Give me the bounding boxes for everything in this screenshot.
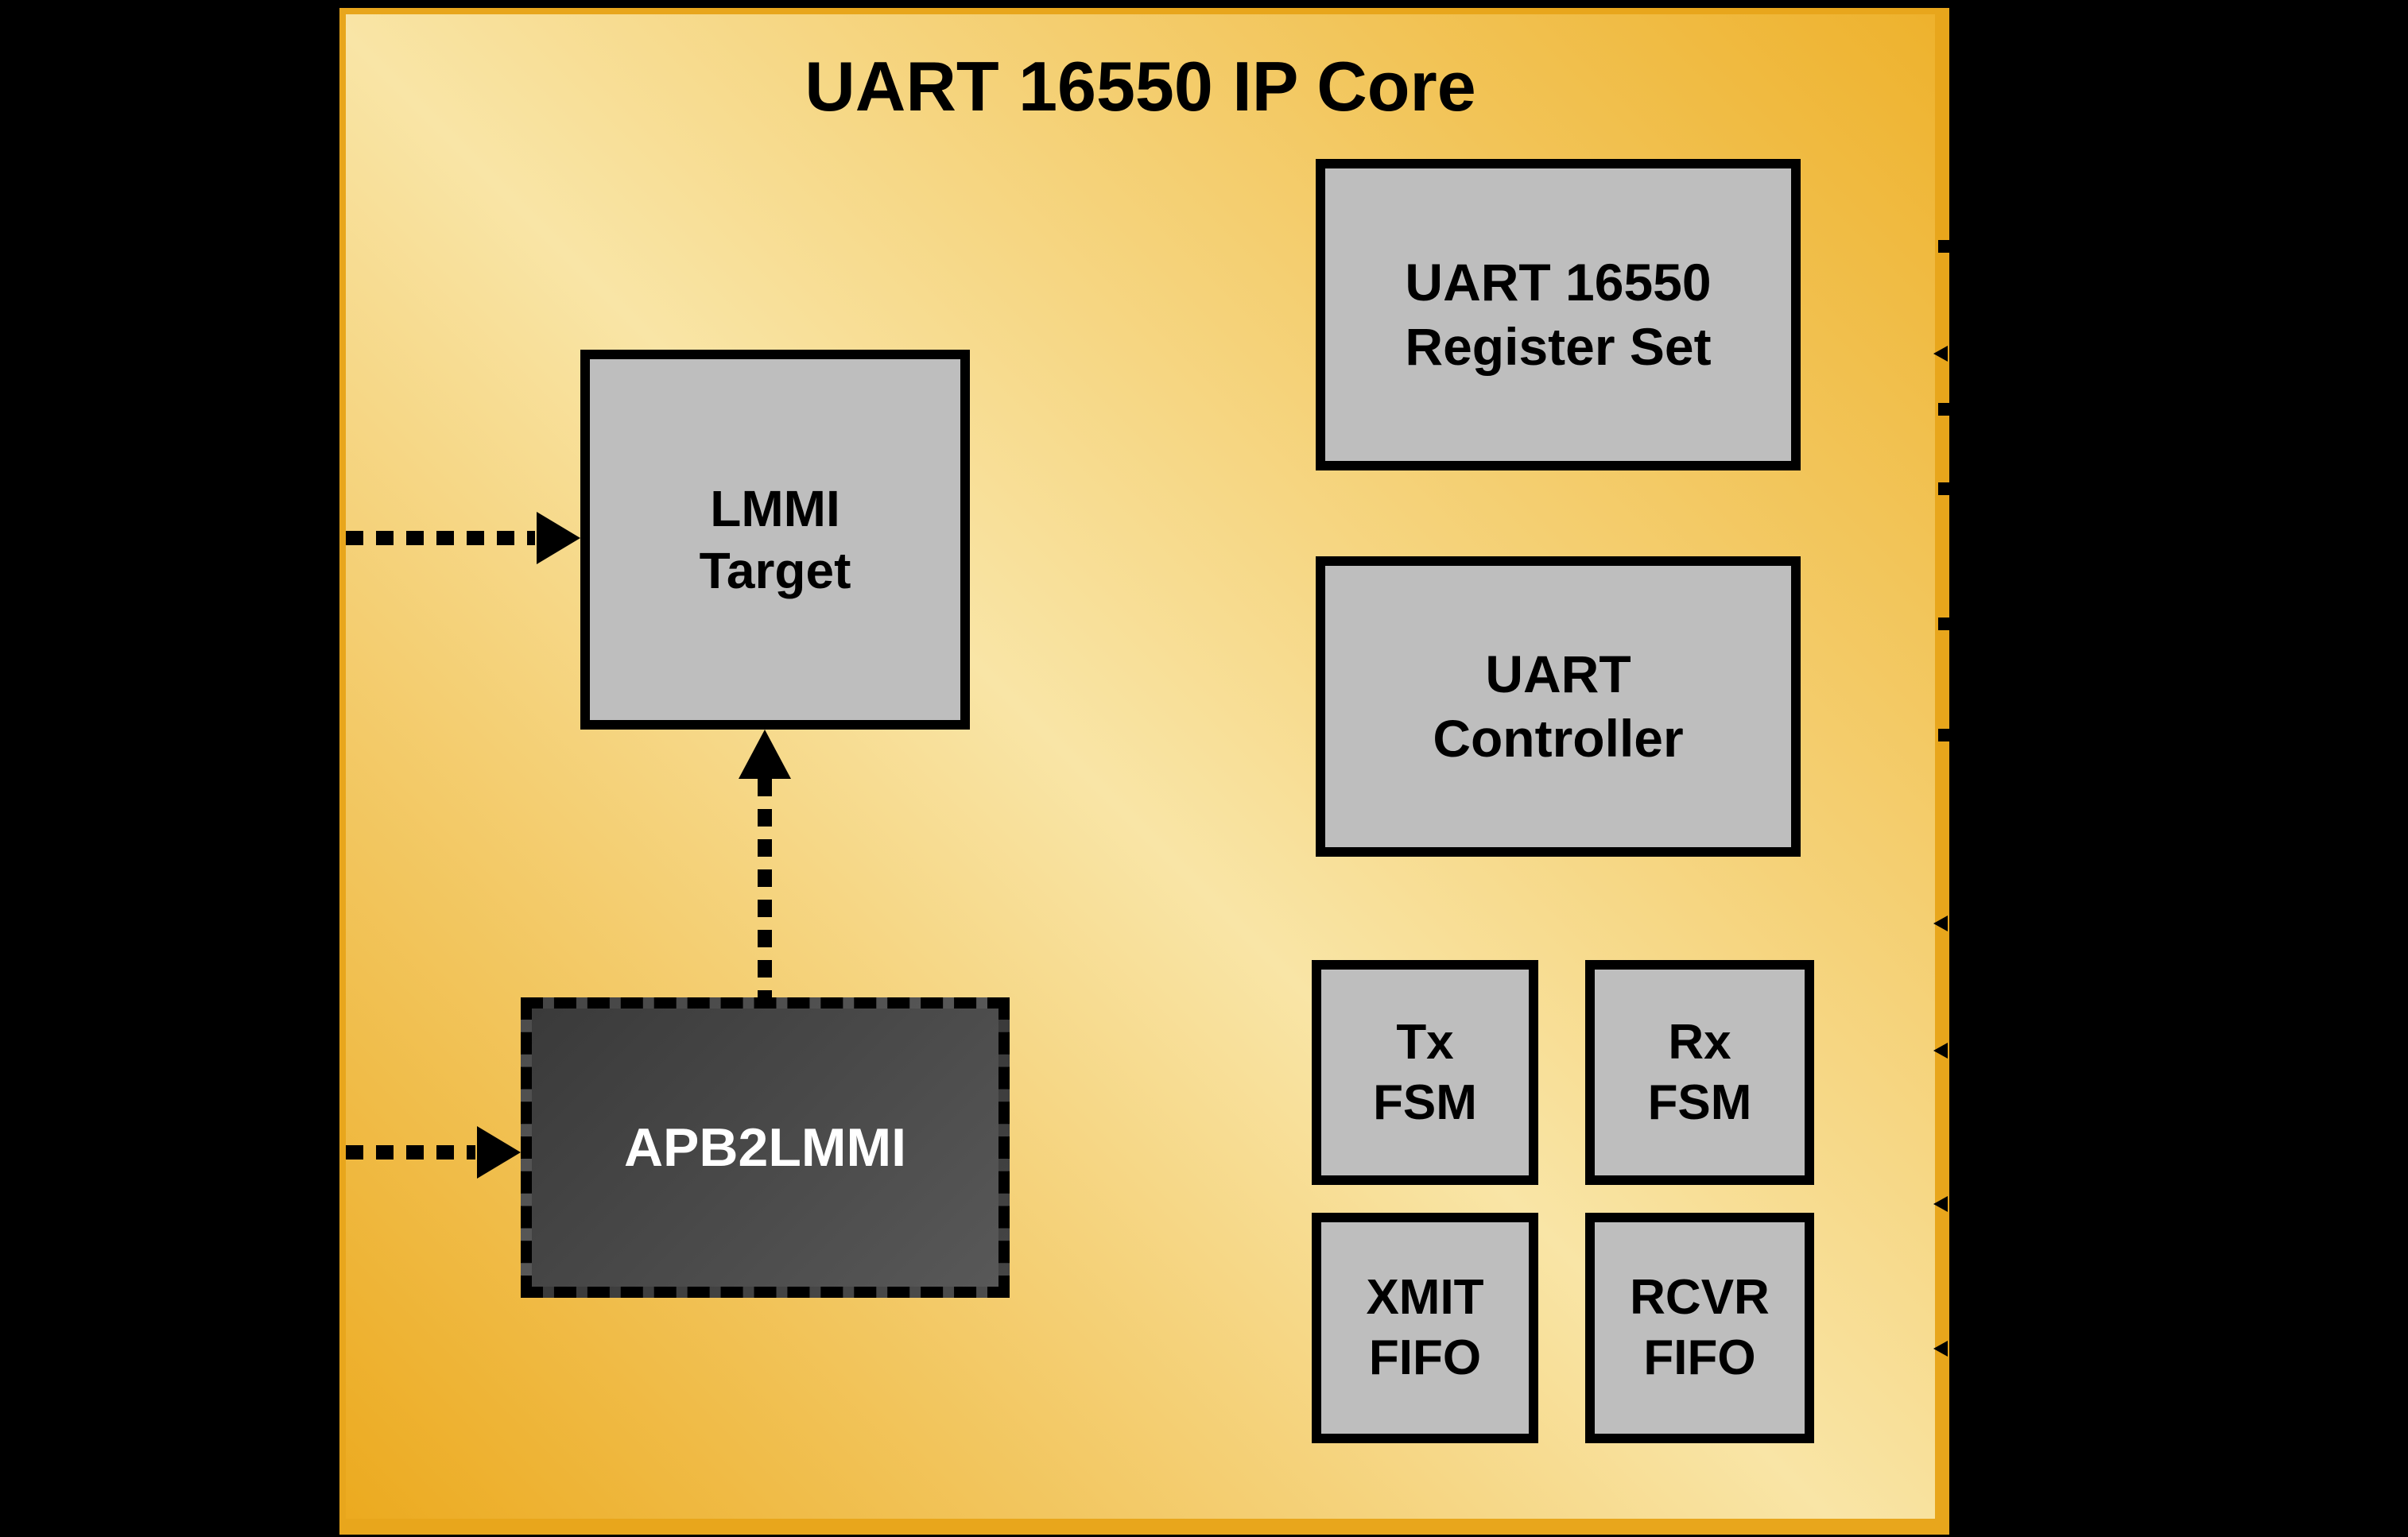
right-arrowhead-icon [537, 512, 580, 564]
signal-stub-in-arrowhead-icon [1933, 346, 1948, 362]
block-label-line: Register Set [1405, 317, 1712, 376]
block-uart-controller: UART Controller [1316, 556, 1801, 857]
signal-stub-out [1938, 729, 1951, 741]
right-arrowhead-icon [477, 1126, 521, 1179]
signal-stub-in-arrowhead-icon [1933, 1341, 1948, 1357]
block-label-line: FIFO [1643, 1330, 1756, 1385]
block-rx-fsm: Rx FSM [1585, 960, 1814, 1185]
signal-stub-in-arrowhead-icon [1933, 1196, 1948, 1212]
block-label-line: LMMI [710, 479, 840, 537]
block-label-line: APB2LMMI [623, 1117, 907, 1178]
signal-stub-in-arrowhead-icon [1933, 916, 1948, 931]
block-lmmi-target: LMMI Target [580, 350, 970, 730]
block-label-line: Target [699, 542, 851, 599]
block-label-line: UART [1485, 645, 1631, 704]
block-label-line: Rx [1668, 1014, 1731, 1070]
block-label-line: FSM [1647, 1074, 1752, 1130]
block-xmit-fifo: XMIT FIFO [1312, 1213, 1538, 1443]
signal-stub-out [1938, 618, 1951, 630]
block-label-line: XMIT [1366, 1270, 1484, 1326]
uart-ip-core-panel: UART 16550 IP Core LMMI Target APB2LMMI … [339, 8, 1949, 1535]
block-rcvr-fifo: RCVR FIFO [1585, 1213, 1814, 1443]
diagram-title: UART 16550 IP Core [805, 47, 1476, 126]
signal-stub-out [1938, 482, 1951, 495]
apb2lmmi-to-lmmi-arrow-line [758, 779, 772, 997]
signal-stub-out [1938, 403, 1951, 416]
block-label-line: UART 16550 [1405, 253, 1712, 312]
block-label-line: FIFO [1368, 1330, 1482, 1385]
lmmi-bus-arrow-line [346, 531, 535, 545]
block-register-set: UART 16550 Register Set [1316, 159, 1801, 470]
signal-stub-in-arrowhead-icon [1933, 1043, 1948, 1059]
block-label-line: Controller [1433, 709, 1684, 768]
block-apb2lmmi: APB2LMMI [521, 997, 1010, 1298]
block-label-line: FSM [1373, 1074, 1477, 1130]
block-label-line: RCVR [1630, 1270, 1770, 1326]
block-tx-fsm: Tx FSM [1312, 960, 1538, 1185]
block-label-line: Tx [1396, 1014, 1454, 1070]
apb-bus-arrow-line [346, 1145, 475, 1160]
signal-stub-out [1938, 240, 1951, 253]
up-arrowhead-icon [739, 730, 791, 779]
